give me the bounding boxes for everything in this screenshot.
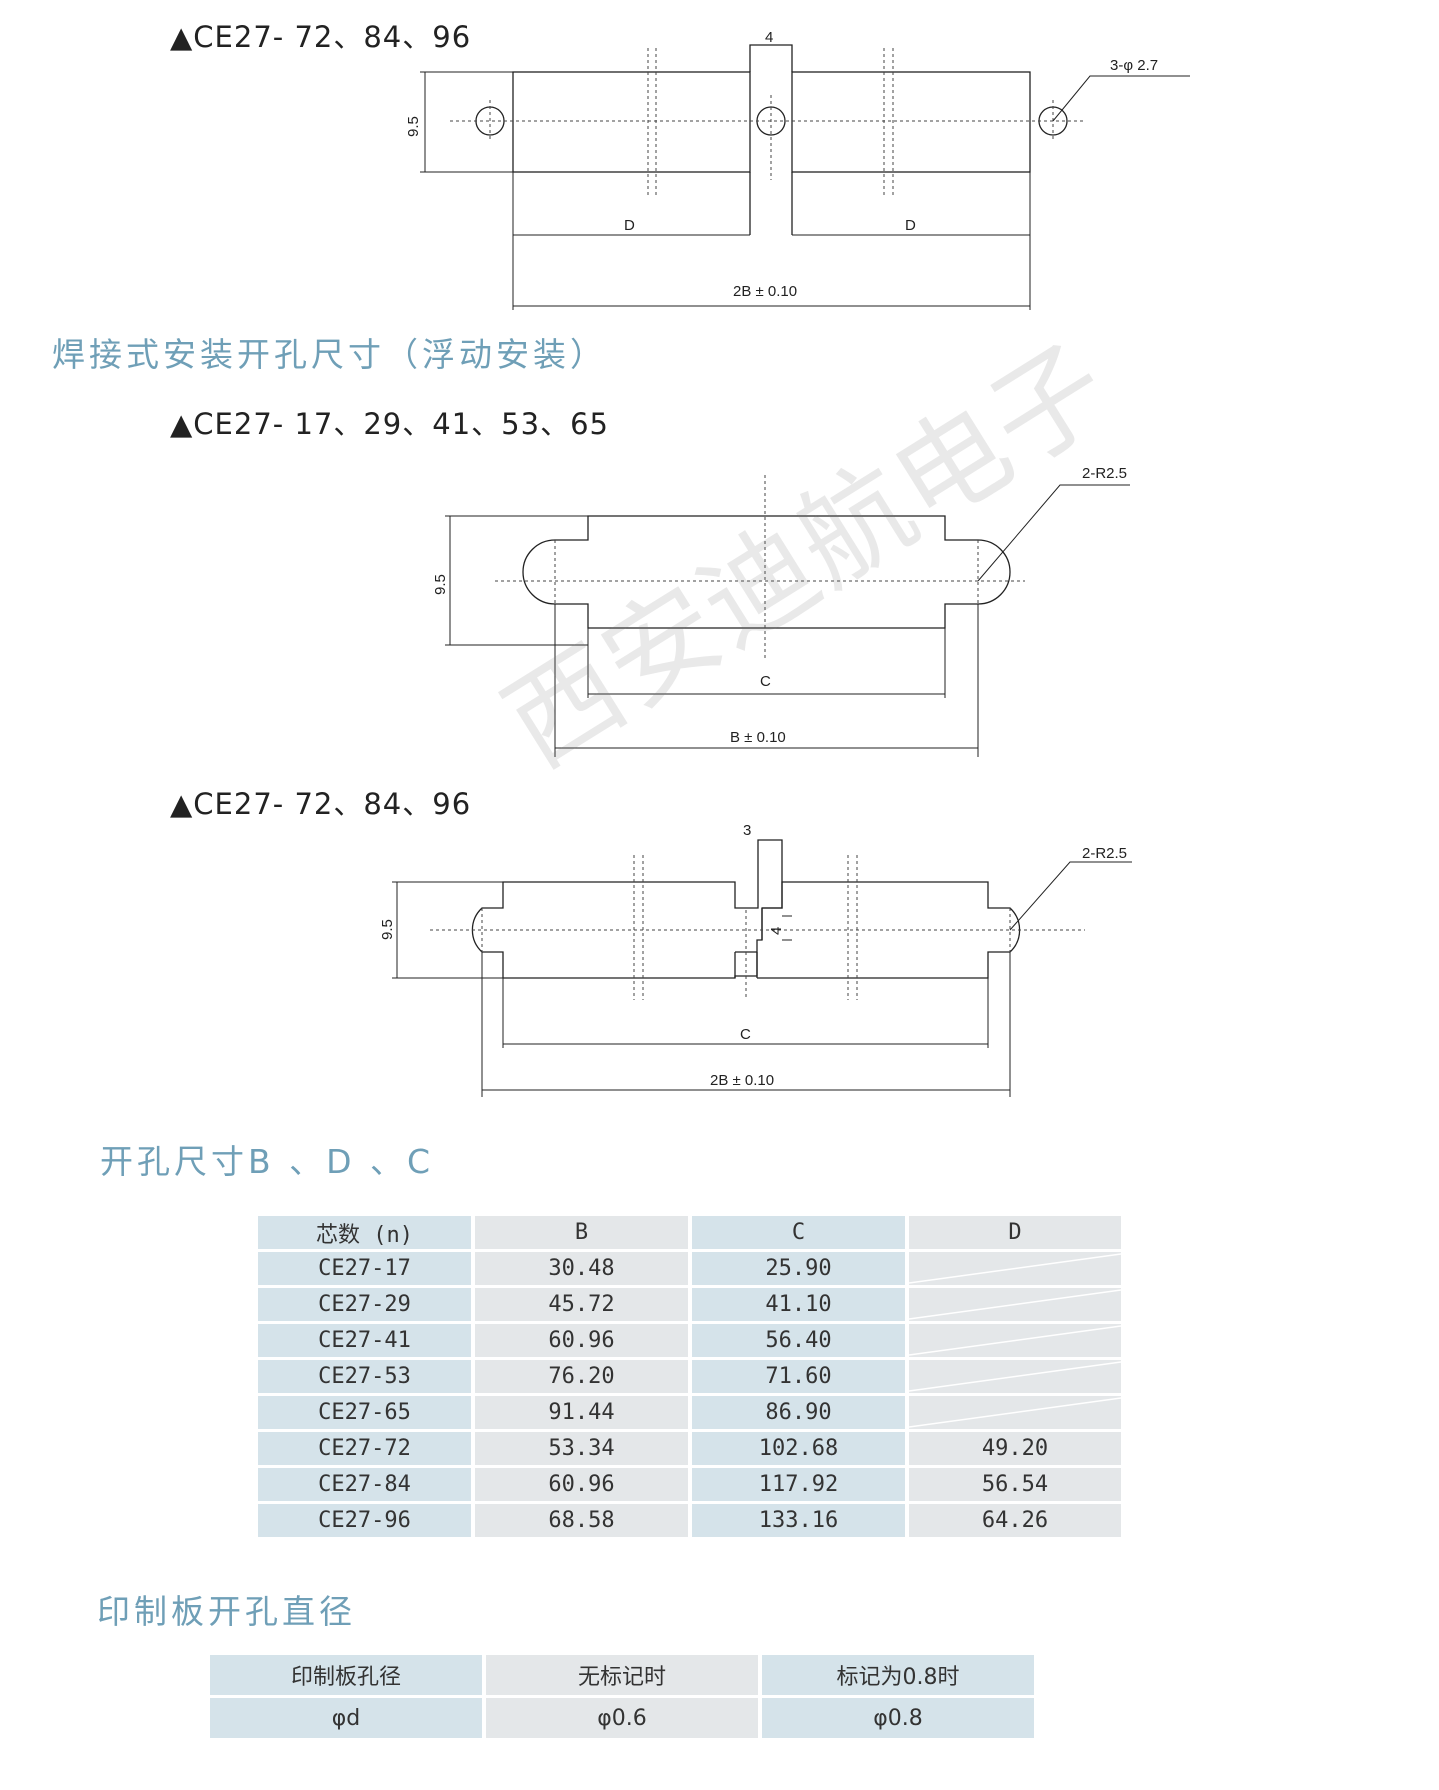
- header-cell-hole: 印制板孔径: [210, 1655, 482, 1695]
- bdc-table: 芯数 (n) B C D CE27-17 30.48 25.90 CE27-29…: [254, 1213, 1125, 1540]
- cell-d: 64.26: [909, 1504, 1121, 1537]
- cell-b: 45.72: [475, 1288, 688, 1321]
- pcb-table: 印制板孔径 无标记时 标记为0.8时 φd φ0.6 φ0.8: [206, 1652, 1038, 1741]
- model-label-72-96-bottom: ▲CE27- 72、84、96: [170, 787, 472, 821]
- dim-c: C: [740, 1026, 751, 1043]
- cell-c: 71.60: [692, 1360, 905, 1393]
- cell-model: CE27-72: [258, 1432, 471, 1465]
- dim-total: 2B ± 0.10: [733, 283, 797, 300]
- table-row: CE27-96 68.58 133.16 64.26: [258, 1504, 1121, 1537]
- dim-radius: 2-R2.5: [1082, 845, 1127, 862]
- cell-b: 60.96: [475, 1324, 688, 1357]
- cell-model: CE27-65: [258, 1396, 471, 1429]
- cell-d-empty: [909, 1288, 1121, 1321]
- cell-model: CE27-96: [258, 1504, 471, 1537]
- cell-c: 102.68: [692, 1432, 905, 1465]
- header-cell-marked: 标记为0.8时: [762, 1655, 1034, 1695]
- cell-d: 56.54: [909, 1468, 1121, 1501]
- table-row: CE27-72 53.34 102.68 49.20: [258, 1432, 1121, 1465]
- cell-model: CE27-84: [258, 1468, 471, 1501]
- cell-d-empty: [909, 1252, 1121, 1285]
- table-row: φd φ0.6 φ0.8: [210, 1698, 1034, 1738]
- cell-d-empty: [909, 1324, 1121, 1357]
- header-cell-d: D: [909, 1216, 1121, 1249]
- dim-slot: 4: [768, 927, 785, 935]
- cell-c: 133.16: [692, 1504, 905, 1537]
- drawing-cutout-72-96-solder: 4 3-φ 2.7 9.5 D D 2B ± 0.10: [405, 29, 1190, 310]
- header-cell-b: B: [475, 1216, 688, 1249]
- table-header-row: 芯数 (n) B C D: [258, 1216, 1121, 1249]
- cell-model: CE27-29: [258, 1288, 471, 1321]
- cell-unmarked-value: φ0.6: [486, 1698, 758, 1738]
- dim-d-left: D: [624, 217, 635, 234]
- dim-d-right: D: [905, 217, 916, 234]
- dim-height: 9.5: [379, 919, 396, 940]
- cell-marked-value: φ0.8: [762, 1698, 1034, 1738]
- cell-c: 86.90: [692, 1396, 905, 1429]
- header-cell-count: 芯数 (n): [258, 1216, 471, 1249]
- cell-c: 56.40: [692, 1324, 905, 1357]
- cell-b: 30.48: [475, 1252, 688, 1285]
- cell-c: 117.92: [692, 1468, 905, 1501]
- table-row: CE27-29 45.72 41.10: [258, 1288, 1121, 1321]
- cell-b: 76.20: [475, 1360, 688, 1393]
- cell-d-empty: [909, 1396, 1121, 1429]
- cell-model: CE27-41: [258, 1324, 471, 1357]
- cell-b: 68.58: [475, 1504, 688, 1537]
- model-label-17-65: ▲CE27- 17、29、41、53、65: [170, 407, 609, 441]
- cell-b: 53.34: [475, 1432, 688, 1465]
- dim-total: B ± 0.10: [730, 729, 786, 746]
- table-row: CE27-17 30.48 25.90: [258, 1252, 1121, 1285]
- dim-tab-width: 3: [743, 822, 751, 839]
- table-row: CE27-84 60.96 117.92 56.54: [258, 1468, 1121, 1501]
- dim-c: C: [760, 673, 771, 690]
- dim-radius: 2-R2.5: [1082, 465, 1127, 482]
- cell-model: CE27-17: [258, 1252, 471, 1285]
- dim-tab-width: 4: [765, 29, 773, 46]
- dim-total: 2B ± 0.10: [710, 1072, 774, 1089]
- dim-hole-spec: 3-φ 2.7: [1110, 57, 1158, 74]
- table-row: CE27-41 60.96 56.40: [258, 1324, 1121, 1357]
- dim-height: 9.5: [405, 116, 422, 137]
- table-header-row: 印制板孔径 无标记时 标记为0.8时: [210, 1655, 1034, 1695]
- cell-d: 49.20: [909, 1432, 1121, 1465]
- table-row: CE27-65 91.44 86.90: [258, 1396, 1121, 1429]
- section-title-bdc: 开孔尺寸B 、D 、C: [100, 1142, 435, 1181]
- drawing-cutout-72-96-float: 2-R2.5 3 4 9.5 C 2B ± 0.10: [379, 822, 1132, 1097]
- section-title-weld: 焊接式安装开孔尺寸（浮动安装）: [52, 335, 607, 374]
- cell-b: 60.96: [475, 1468, 688, 1501]
- cell-b: 91.44: [475, 1396, 688, 1429]
- model-label-72-96-top: ▲CE27- 72、84、96: [170, 20, 472, 54]
- dim-height: 9.5: [432, 574, 449, 595]
- cell-c: 25.90: [692, 1252, 905, 1285]
- section-title-pcb: 印制板开孔直径: [97, 1592, 356, 1631]
- drawing-cutout-17-65: 2-R2.5 9.5 C B ± 0.10: [432, 465, 1130, 757]
- table-row: CE27-53 76.20 71.60: [258, 1360, 1121, 1393]
- header-cell-unmarked: 无标记时: [486, 1655, 758, 1695]
- cell-model: CE27-53: [258, 1360, 471, 1393]
- cell-d-empty: [909, 1360, 1121, 1393]
- header-cell-c: C: [692, 1216, 905, 1249]
- cell-c: 41.10: [692, 1288, 905, 1321]
- cell-diameter-symbol: φd: [210, 1698, 482, 1738]
